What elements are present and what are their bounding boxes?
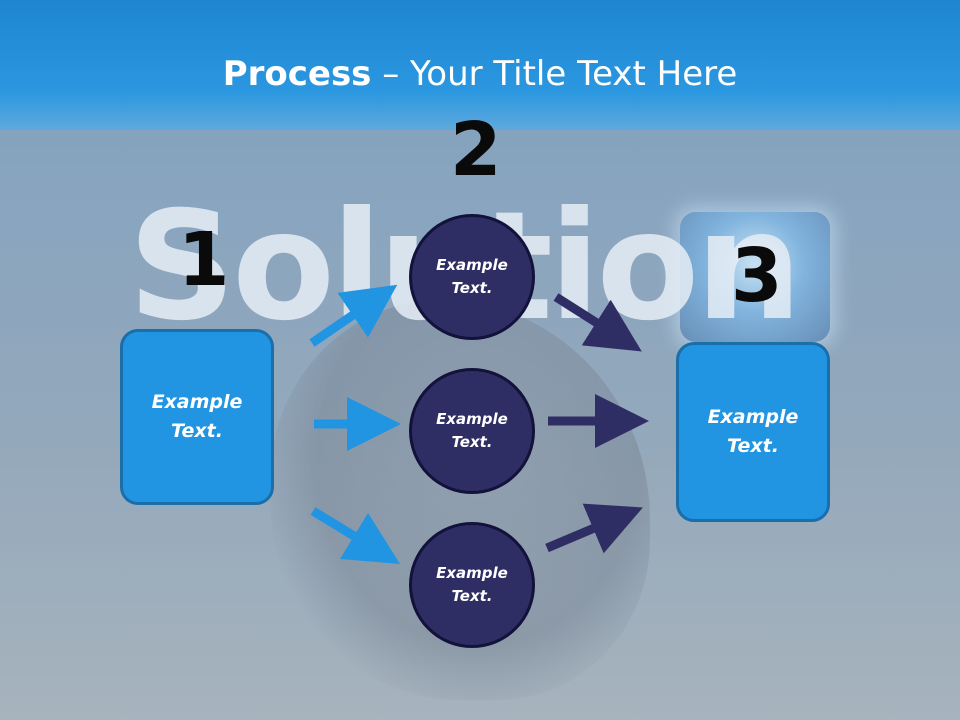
arrow-1-to-bottom	[310, 507, 401, 565]
step-3-text: Example Text.	[707, 406, 799, 457]
step-3-number: 3	[731, 233, 783, 319]
circle-top: Example Text.	[409, 214, 535, 340]
circle-top-text: Example Text.	[436, 256, 508, 297]
arrow-1-to-top	[309, 284, 398, 347]
title-rest: – Your Title Text Here	[371, 54, 738, 94]
circle-middle-text: Example Text.	[436, 410, 508, 451]
circle-middle: Example Text.	[409, 368, 535, 494]
step-1-number: 1	[178, 217, 230, 303]
arrow-bottom-to-3	[545, 503, 643, 554]
circle-bottom: Example Text.	[409, 522, 535, 648]
circle-bottom-text: Example Text.	[436, 564, 508, 605]
header-bar	[0, 0, 960, 130]
step-2-number: 2	[450, 107, 502, 193]
step-1-box: Example Text.	[120, 329, 274, 505]
step-3-box: Example Text.	[676, 342, 830, 522]
title-bold: Process	[222, 54, 372, 94]
arrow-top-to-3	[553, 293, 642, 352]
slide-title: Process – Your Title Text Here	[0, 52, 960, 96]
step-1-text: Example Text.	[151, 391, 243, 442]
background-glow-button	[680, 212, 830, 342]
